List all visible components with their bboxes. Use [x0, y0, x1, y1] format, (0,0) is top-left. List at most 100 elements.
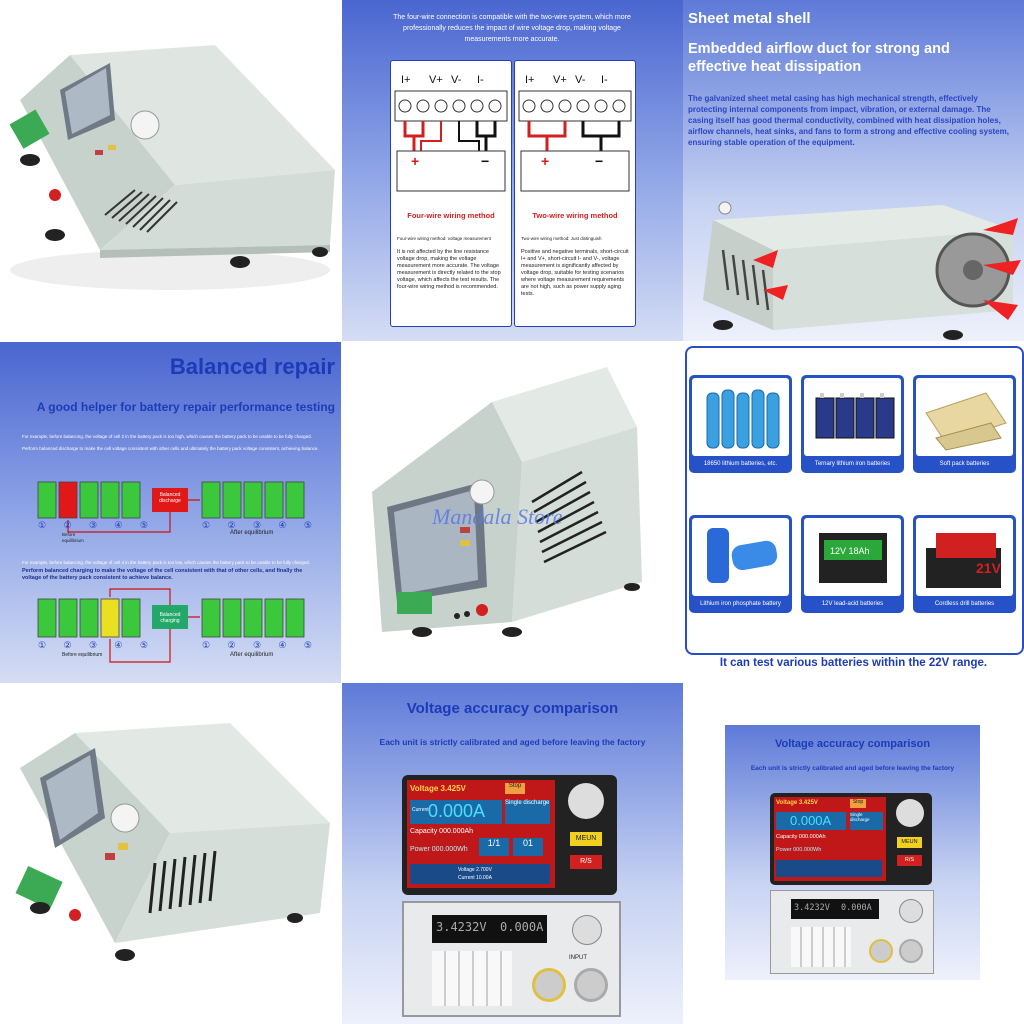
- sheet-metal-title: Sheet metal shell: [688, 10, 811, 27]
- cell-numbers-row-2: ① ② ③ ④ ⑤: [202, 520, 312, 531]
- battery-card: 18650 lithium batteries, etc.: [689, 375, 792, 473]
- two-wire-card: I+ V+ V- I- + − Two-wire wiring method T…: [514, 60, 636, 327]
- svg-text:−: −: [481, 153, 489, 169]
- cell-number: ①: [202, 640, 211, 650]
- electronic-load: 3.4232V 0.000A INPUT: [402, 901, 621, 1017]
- balance-note-2: Perform balanced discharge to make the c…: [22, 446, 319, 451]
- svg-text:−: −: [595, 153, 603, 169]
- lead-acid-label: 12V 18Ah: [830, 546, 870, 556]
- run-stop-button-small[interactable]: R/S: [897, 855, 922, 866]
- menu-button-small[interactable]: MEUN: [897, 837, 922, 848]
- load-current-small: 0.000A: [841, 903, 872, 913]
- cell-number: ④: [114, 520, 123, 530]
- cell-number: ③: [88, 640, 98, 650]
- rotary-knob-small[interactable]: [896, 799, 924, 827]
- sheet-metal-body: The galvanized sheet metal casing has hi…: [688, 94, 1009, 147]
- screen-capacity-small: Capacity 000.000Ah: [776, 834, 826, 840]
- load-display: 3.4232V 0.000A: [432, 915, 547, 943]
- device-illustration: [15, 723, 330, 961]
- sheet-metal-tile: Sheet metal shell Embedded airflow duct …: [683, 0, 1024, 341]
- battery-card: Ternary lithium iron batteries: [801, 375, 904, 473]
- rotary-knob[interactable]: [568, 783, 604, 819]
- cell-number: ④: [114, 640, 123, 650]
- balanced-repair-title: Balanced repair: [169, 354, 335, 379]
- voltage-accuracy-title-small: Voltage accuracy comparison: [774, 738, 931, 750]
- load-terminal-positive-small[interactable]: [869, 939, 893, 963]
- four-wire-title: Four-wire wiring method: [407, 211, 495, 220]
- battery-caption: Cordless drill batteries: [934, 601, 995, 607]
- load-voltage-small: 3.4232V: [794, 903, 830, 913]
- device-photo-tile-1: [0, 0, 341, 341]
- run-stop-button[interactable]: R/S: [570, 855, 602, 869]
- charging-label: Balanced charging: [159, 612, 181, 624]
- battery-card: 21V Cordless drill batteries: [913, 515, 1016, 613]
- balanced-discharge-diagram: [37, 481, 305, 533]
- after-equilibrium-2: After equilibrium: [230, 652, 274, 658]
- balance-note-1: For example, before balancing, the volta…: [22, 434, 312, 439]
- screen-ratio: 1/1: [479, 838, 509, 856]
- discharge-label: Balanced discharge: [159, 492, 181, 504]
- load-terminal-negative-small[interactable]: [899, 939, 923, 963]
- screen-state: Stop: [505, 783, 525, 794]
- two-wire-body: Positive and negative terminals, short-c…: [521, 249, 629, 297]
- tester-front-panel: Voltage 3.425V Stop Current 0.000A Singl…: [402, 775, 617, 895]
- screen-power: Power 000.000Wh: [410, 846, 468, 853]
- svg-text:+: +: [541, 153, 549, 169]
- drill-label: 21V: [976, 560, 1002, 576]
- four-wire-card: I+ V+ V- I- + − Four-wire wiring method …: [390, 60, 512, 327]
- after-equilibrium-1: After equilibrium: [230, 530, 274, 536]
- cell-number: ⑤: [139, 640, 148, 650]
- balance-note-4: Perform balanced charging to make the vo…: [22, 568, 303, 581]
- two-wire-diagram: I+ V+ V- I- + −: [518, 74, 632, 192]
- store-watermark: Mandala Store: [432, 504, 563, 529]
- load-current: 0.000A: [500, 920, 544, 934]
- screen-state-small: Stop: [850, 799, 866, 808]
- screen-power-small: Power 000.000Wh: [776, 847, 822, 853]
- voltage-accuracy-subtitle-small: Each unit is strictly calibrated and age…: [750, 765, 955, 772]
- terminal-label: I+: [525, 74, 534, 86]
- device-illustration: [9, 45, 335, 290]
- cell-number: ③: [252, 520, 262, 530]
- load-voltage: 3.4232V: [436, 920, 487, 934]
- voltage-accuracy-tile: Voltage accuracy comparison Each unit is…: [342, 683, 683, 1024]
- battery-card: Soft pack batteries: [913, 375, 1016, 473]
- svg-text:+: +: [411, 153, 419, 169]
- load-keypad[interactable]: [432, 951, 512, 1006]
- cell-number: ③: [88, 520, 98, 530]
- load-input-label: INPUT: [569, 955, 587, 961]
- airflow-title: Embedded airflow duct for strong and eff…: [688, 41, 950, 75]
- voltage-accuracy-subtitle: Each unit is strictly calibrated and age…: [379, 737, 646, 747]
- cell-numbers-row-4: ① ② ③ ④ ⑤: [202, 640, 312, 651]
- before-equilibrium-2: Before equilibrium: [62, 652, 103, 658]
- tester-screen-small: Voltage 3.425V Stop 0.000A Single discha…: [774, 797, 886, 881]
- battery-card: 12V 18Ah 12V lead-acid batteries: [801, 515, 904, 613]
- terminal-label: V+: [429, 74, 443, 86]
- battery-caption: Soft pack batteries: [939, 461, 990, 467]
- cell-number: ②: [63, 520, 72, 530]
- voltage-accuracy-title: Voltage accuracy comparison: [406, 700, 619, 717]
- load-knob-small[interactable]: [899, 899, 923, 923]
- load-terminal-positive[interactable]: [532, 968, 566, 1002]
- cell-number: ②: [227, 520, 236, 530]
- cell-number: ②: [63, 640, 72, 650]
- wiring-intro: The four-wire connection is compatible w…: [393, 14, 631, 43]
- cell-number: ①: [38, 640, 47, 650]
- balanced-repair-tile: Balanced repair A good helper for batter…: [0, 342, 341, 683]
- terminal-label: V-: [575, 74, 586, 86]
- terminal-label: I-: [601, 74, 608, 86]
- device-illustration: [372, 367, 642, 637]
- voltage-accuracy-inset: Voltage accuracy comparison Each unit is…: [725, 725, 980, 980]
- menu-button[interactable]: MEUN: [570, 832, 602, 846]
- cell-number: ①: [38, 520, 47, 530]
- screen-set-current: Current 10.00A: [458, 875, 492, 881]
- terminal-label: V-: [451, 74, 462, 86]
- screen-current: 0.000A: [428, 801, 486, 821]
- cell-number: ⑤: [303, 520, 312, 530]
- load-keypad-small[interactable]: [791, 927, 851, 967]
- screen-current-box-small: 0.000A: [776, 812, 846, 830]
- load-terminal-negative[interactable]: [574, 968, 608, 1002]
- terminal-label: V+: [553, 74, 567, 86]
- load-knob[interactable]: [572, 915, 602, 945]
- screen-mode: Single discharge: [505, 800, 550, 824]
- cell-number: ①: [202, 520, 211, 530]
